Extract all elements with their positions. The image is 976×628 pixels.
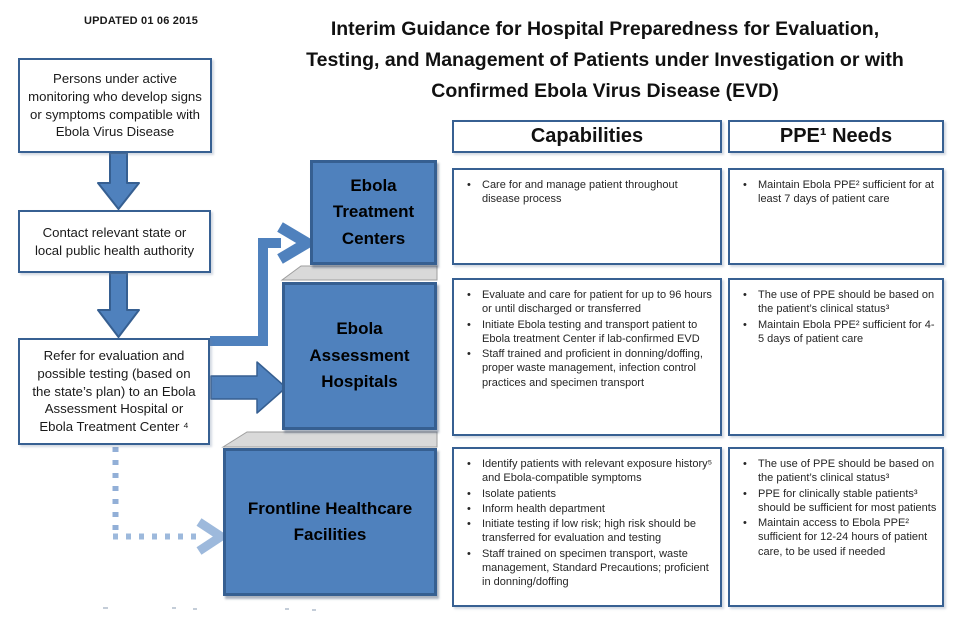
capabilities-list-assessment-hospitals: Evaluate and care for patient for up to … (459, 288, 715, 390)
page-title-line-2: Testing, and Management of Patients unde… (306, 49, 904, 71)
facility-name-treatment-centers: Ebola Treatment Centers (332, 175, 415, 248)
cutoff-mark (285, 608, 289, 610)
ppe-list-assessment-hospitals: The use of PPE should be based on the pa… (735, 288, 937, 346)
frontline-roof-3d (221, 431, 438, 448)
bullet-item: Care for and manage patient throughout d… (459, 178, 715, 207)
bullet-item: Maintain Ebola PPE² sufficient for 4-5 d… (735, 318, 937, 347)
flow-step-3-text: Refer for evaluation and possible testin… (32, 347, 196, 435)
ppe-list-frontline-facilities: The use of PPE should be based on the pa… (735, 457, 937, 559)
bullet-item: Isolate patients (459, 487, 715, 502)
capabilities-cell-frontline-facilities: Identify patients with relevant exposure… (452, 447, 722, 607)
elbow-arrow-head (277, 222, 318, 264)
flow-step-1-text: Persons under active monitoring who deve… (28, 70, 202, 140)
ppe-needs-column-header: PPE¹ Needs (728, 120, 944, 153)
capabilities-list-frontline-facilities: Identify patients with relevant exposure… (459, 457, 715, 590)
updated-date-label: UPDATED 01 06 2015 (84, 15, 199, 27)
bullet-item: Evaluate and care for patient for up to … (459, 288, 715, 317)
bullet-item: Inform health department (459, 502, 715, 517)
capabilities-cell-treatment-centers: Care for and manage patient throughout d… (452, 168, 722, 265)
facility-box-frontline-facilities: Frontline Healthcare Facilities (223, 448, 437, 596)
capabilities-list-treatment-centers: Care for and manage patient throughout d… (459, 178, 715, 207)
capabilities-cell-assessment-hospitals: Evaluate and care for patient for up to … (452, 278, 722, 436)
dashed-arrow-head (196, 518, 230, 555)
bullet-item: The use of PPE should be based on the pa… (735, 288, 937, 317)
bullet-item: Initiate Ebola testing and transport pat… (459, 318, 715, 347)
bullet-item: Staff trained and proficient in donning/… (459, 347, 715, 390)
flow-step-refer-evaluation: Refer for evaluation and possible testin… (18, 338, 210, 445)
elbow-arrow-line (210, 238, 281, 346)
facility-name-frontline-facilities: Frontline Healthcare Facilities (247, 498, 413, 544)
ppe-cell-assessment-hospitals: The use of PPE should be based on the pa… (728, 278, 944, 436)
page-title-line-3: Confirmed Ebola Virus Disease (EVD) (431, 80, 779, 102)
cutoff-mark (172, 607, 176, 609)
down-arrow-2 (97, 272, 140, 338)
bullet-item: Initiate testing if low risk; high risk … (459, 517, 715, 546)
flow-step-2-text: Contact relevant state or local public h… (34, 224, 195, 258)
facility-box-assessment-hospitals: Ebola Assessment Hospitals (282, 282, 437, 430)
bullet-item: Identify patients with relevant exposure… (459, 457, 715, 486)
bullet-item: Maintain access to Ebola PPE² sufficient… (735, 516, 937, 559)
assessment-arrow (210, 361, 287, 414)
facility-name-assessment-hospitals: Ebola Assessment Hospitals (309, 319, 410, 392)
facility-box-treatment-centers: Ebola Treatment Centers (310, 160, 437, 265)
down-arrow-1 (97, 152, 140, 210)
flow-step-contact-authority: Contact relevant state or local public h… (18, 210, 211, 273)
ppe-needs-header-text: PPE¹ Needs (779, 125, 893, 147)
capabilities-column-header: Capabilities (452, 120, 722, 153)
ppe-cell-frontline-facilities: The use of PPE should be based on the pa… (728, 447, 944, 607)
cutoff-mark (103, 607, 108, 609)
flow-step-persons-monitoring: Persons under active monitoring who deve… (18, 58, 212, 153)
bullet-item: Maintain Ebola PPE² sufficient for at le… (735, 178, 937, 207)
assessment-roof-3d (280, 265, 438, 281)
bullet-item: Staff trained on specimen transport, was… (459, 547, 715, 590)
page-title: Interim Guidance for Hospital Preparedne… (248, 14, 962, 107)
ppe-list-treatment-centers: Maintain Ebola PPE² sufficient for at le… (735, 178, 937, 207)
bullet-item: PPE for clinically stable patients³ shou… (735, 487, 937, 516)
cutoff-mark (312, 609, 316, 611)
capabilities-header-text: Capabilities (530, 125, 644, 147)
ppe-cell-treatment-centers: Maintain Ebola PPE² sufficient for at le… (728, 168, 944, 265)
page-title-line-1: Interim Guidance for Hospital Preparedne… (330, 18, 880, 40)
cutoff-mark (193, 608, 197, 610)
bullet-item: The use of PPE should be based on the pa… (735, 457, 937, 486)
